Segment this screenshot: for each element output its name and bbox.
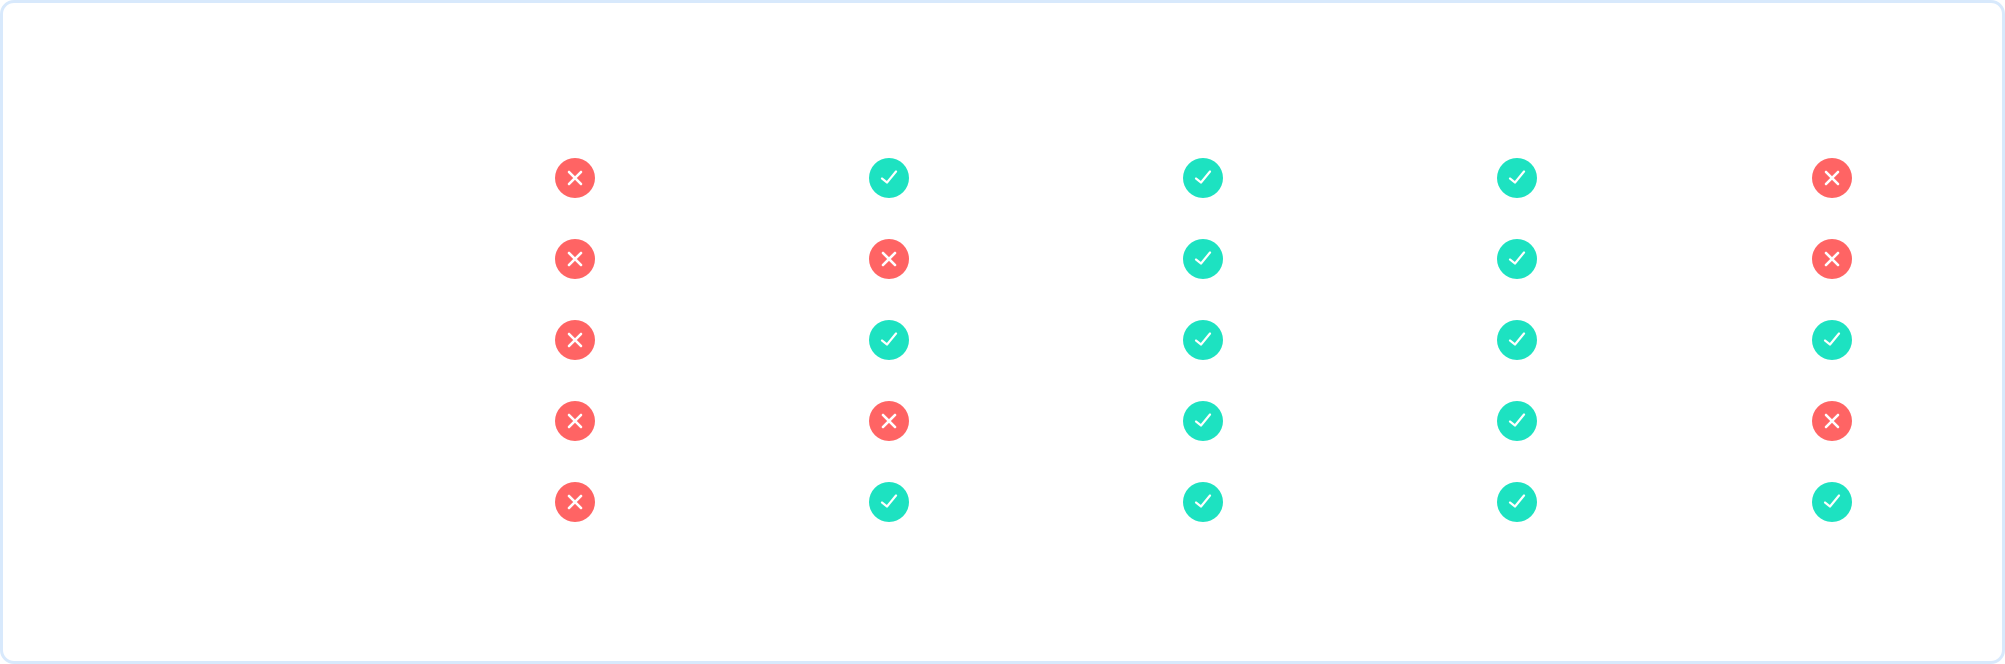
check-circle-icon [1497,320,1537,360]
feature-matrix [3,3,2002,661]
x-circle-icon [1812,239,1852,279]
check-circle-icon [1812,320,1852,360]
x-circle-icon [555,320,595,360]
check-circle-icon [1497,158,1537,198]
x-circle-icon [555,482,595,522]
check-circle-icon [869,482,909,522]
check-circle-icon [1183,401,1223,441]
check-circle-icon [1183,239,1223,279]
check-circle-icon [1812,482,1852,522]
check-circle-icon [1497,401,1537,441]
x-circle-icon [869,239,909,279]
x-circle-icon [555,158,595,198]
check-circle-icon [1497,239,1537,279]
x-circle-icon [869,401,909,441]
check-circle-icon [1183,320,1223,360]
x-circle-icon [555,401,595,441]
x-circle-icon [1812,158,1852,198]
check-circle-icon [869,158,909,198]
x-circle-icon [555,239,595,279]
check-circle-icon [1497,482,1537,522]
check-circle-icon [1183,158,1223,198]
check-circle-icon [869,320,909,360]
check-circle-icon [1183,482,1223,522]
x-circle-icon [1812,401,1852,441]
